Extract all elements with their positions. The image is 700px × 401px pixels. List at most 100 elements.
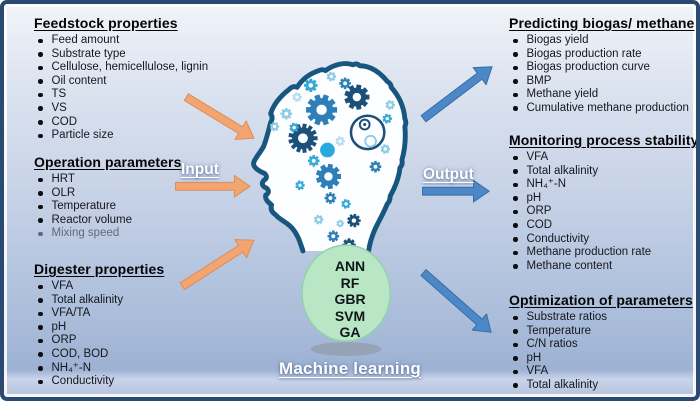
list-item: C/N ratios (509, 338, 696, 352)
list-item: Feed amount (34, 34, 224, 48)
list-item: VFA (509, 365, 696, 379)
list-item: pH (509, 192, 696, 206)
list-item: VFA (509, 151, 696, 165)
list-item: Biogas yield (509, 34, 696, 48)
list-item: ANN (334, 258, 366, 274)
gear-icon (369, 160, 382, 173)
gear-icon (315, 163, 341, 190)
list-item: Cumulative methane production (509, 102, 696, 116)
list-item: GBR (334, 291, 366, 307)
list-item: COD (34, 116, 224, 130)
gear-icon (335, 136, 345, 147)
list-item: Substrate ratios (509, 311, 696, 325)
list-item: Oil content (34, 75, 224, 89)
section-heading: Operation parameters (34, 154, 182, 170)
list-item: Cellulose, hemicellulose, lignin (34, 61, 224, 75)
gear-icon (289, 122, 299, 133)
list-item: VFA (34, 280, 224, 294)
list-item: pH (509, 352, 696, 366)
list-item: Conductivity (34, 375, 224, 389)
gear-icon (306, 94, 338, 126)
output-label: Output (423, 166, 474, 183)
list-item: Substrate type (34, 48, 224, 62)
list-item: Temperature (509, 325, 696, 339)
list-item: GA (339, 324, 361, 340)
list-item: ORP (34, 334, 224, 348)
output-arrow-bottom (420, 269, 492, 333)
list-item: COD (509, 219, 696, 233)
ellipse-shadow (310, 342, 382, 356)
list-item: Methane yield (509, 88, 696, 102)
ring-gear-icon (349, 114, 386, 151)
gear-icon (313, 214, 324, 225)
section-heading: Optimization of parameters (509, 292, 693, 308)
brain-gears (269, 71, 395, 252)
list-item: Methane production rate (509, 246, 696, 260)
list-item: COD, BOD (34, 348, 224, 362)
section-heading: Digester properties (34, 261, 165, 277)
output-arrow-top (420, 66, 493, 123)
gear-icon (344, 84, 370, 110)
list-item: RF (340, 274, 360, 291)
list-item: NH₄⁺-N (34, 362, 224, 376)
input-label: Input (181, 161, 219, 178)
gear-icon (380, 144, 390, 154)
list-item: BMP (509, 75, 696, 89)
gear-icon (327, 230, 340, 243)
list-item: OLR (34, 187, 224, 201)
gear-icon (307, 155, 320, 167)
list-item: VFA/TA (34, 307, 224, 321)
section-optimization-of-parameters: Optimization of parameters Substrate rat… (509, 292, 696, 393)
list-item: Reactor volume (34, 214, 224, 228)
list-item: Temperature (34, 200, 224, 214)
gear-icon (280, 107, 293, 120)
list-item: Methane content (509, 260, 696, 274)
gear-icon (347, 213, 361, 228)
gear-icon (336, 219, 345, 228)
list-item: pH (34, 321, 224, 335)
gear-icon (269, 121, 280, 132)
list-item: NH₄⁺-N (509, 178, 696, 192)
gear-icon (385, 100, 395, 110)
gear-icon (326, 71, 337, 82)
list-item: HRT (34, 173, 224, 187)
list-item: VS (34, 102, 224, 116)
list-item: SVM (334, 307, 366, 324)
list-item: Biogas production curve (509, 61, 696, 75)
solid-circle-icon (320, 142, 335, 158)
gear-icon (382, 113, 392, 124)
gear-icon (288, 123, 318, 153)
list-item: Total alkalinity (509, 379, 696, 393)
list-item: Mixing speed (34, 227, 224, 241)
list-item: Particle size (34, 129, 224, 143)
list-item: Biogas production rate (509, 48, 696, 62)
gear-icon (339, 77, 351, 90)
gear-icon (292, 92, 302, 103)
gear-icon (295, 180, 305, 191)
gear-icon (304, 78, 318, 93)
list-item: TS (34, 88, 224, 102)
gear-icon (342, 238, 356, 252)
section-heading: Predicting biogas/ methane (509, 15, 695, 31)
head-silhouette-icon (251, 61, 409, 254)
list-item: Conductivity (509, 233, 696, 247)
gear-icon (341, 199, 351, 209)
gear-icon (324, 192, 337, 204)
list-item: ORP (509, 205, 696, 219)
machine-learning-label: Machine learning (278, 359, 422, 378)
list-item: Total alkalinity (509, 165, 696, 179)
list-item: Total alkalinity (34, 294, 224, 308)
